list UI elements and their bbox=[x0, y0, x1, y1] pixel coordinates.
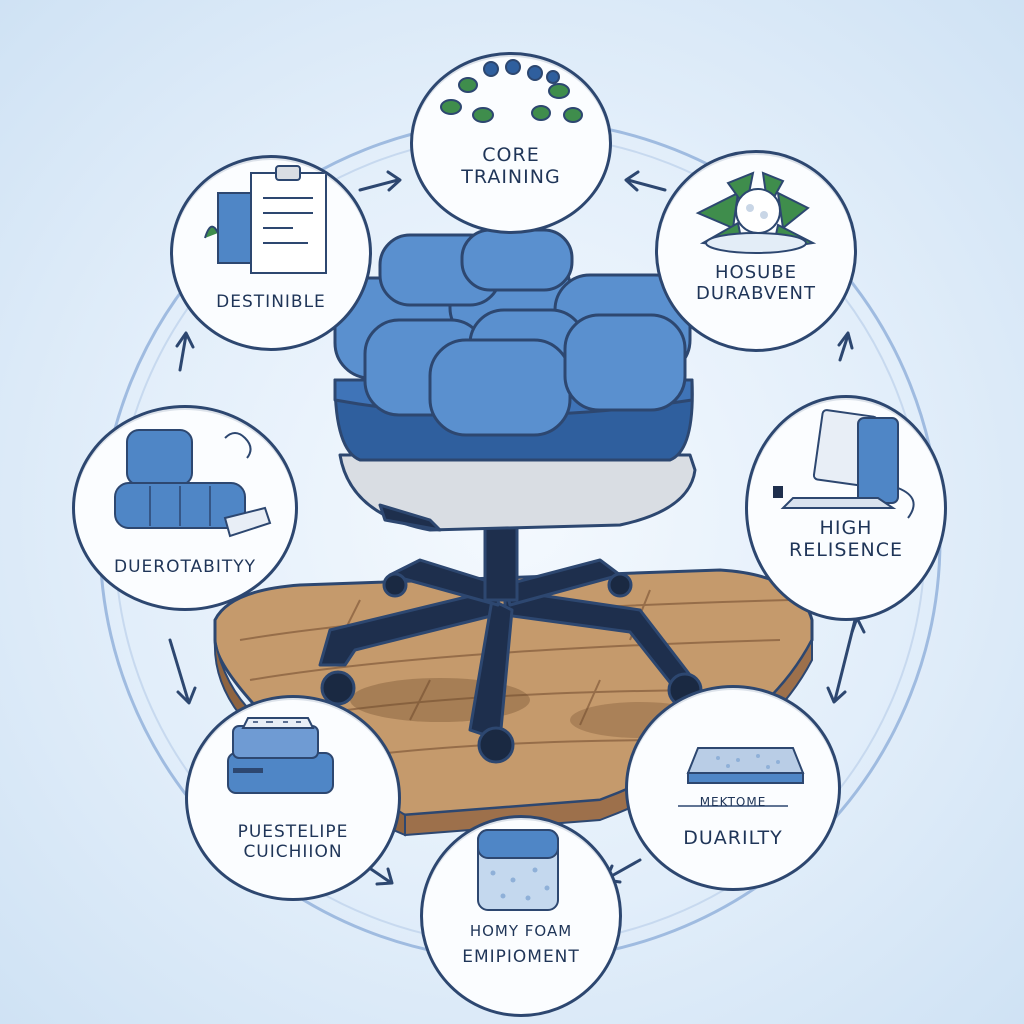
node-small-label: HOMY FOAM bbox=[469, 922, 573, 940]
node-destinible: DESTINIBLE bbox=[170, 155, 372, 351]
arrow-icon bbox=[624, 170, 667, 192]
node-label: RELISENCE bbox=[789, 538, 903, 561]
node-label: TRAINING bbox=[461, 165, 561, 188]
leafy-ball-icon bbox=[695, 171, 817, 254]
node-label: DESTINIBLE bbox=[216, 292, 326, 312]
foam-pad-icon bbox=[678, 747, 805, 807]
node-durality: MEKTOME DUARILTY bbox=[625, 685, 841, 891]
laptop-icon bbox=[773, 409, 915, 519]
clipboard-documents-icon bbox=[204, 165, 327, 274]
node-foam: HOMY FOAM EMIPIOMENT bbox=[420, 815, 622, 1017]
arrow-icon bbox=[837, 331, 854, 362]
seat-cushion-icon bbox=[114, 429, 272, 538]
node-label: HOSUBE bbox=[714, 262, 798, 283]
node-label: DUARILTY bbox=[683, 827, 783, 849]
node-core-training: CORE TRAINING bbox=[410, 52, 612, 234]
node-label: PUESTELIPE bbox=[237, 822, 349, 842]
node-durotability: DUEROTABITYY bbox=[72, 405, 298, 611]
arrow-icon bbox=[175, 331, 195, 372]
node-high-resilience: HIGH RELISENCE bbox=[745, 395, 947, 621]
node-label: DUEROTABITYY bbox=[114, 557, 256, 577]
foam-cube-icon bbox=[477, 829, 559, 911]
leaf-beads-icon bbox=[440, 59, 583, 123]
node-durable: HOSUBE DURABVENT bbox=[655, 150, 857, 352]
office-chair-icon bbox=[318, 228, 703, 764]
node-label: HIGH bbox=[819, 517, 873, 539]
node-label: CUICHIION bbox=[243, 841, 343, 862]
node-label: EMIPIOMENT bbox=[462, 947, 580, 967]
arrow-icon bbox=[358, 170, 402, 192]
node-small-label: MEKTOME bbox=[699, 795, 767, 809]
arrow-icon bbox=[168, 638, 197, 705]
node-label: CORE bbox=[482, 144, 540, 166]
node-cushion: PUESTELIPE CUICHIION bbox=[185, 695, 401, 901]
node-label: DURABVENT bbox=[695, 282, 817, 304]
stacked-cushions-icon bbox=[227, 717, 334, 794]
